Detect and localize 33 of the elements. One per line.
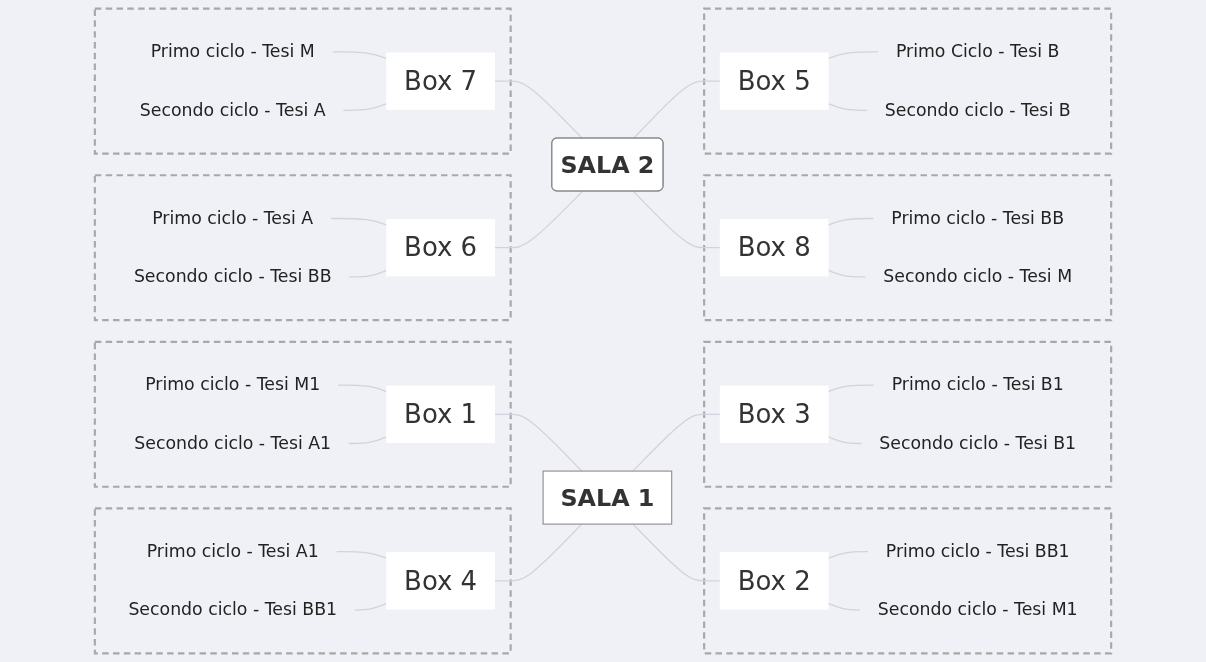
node-box: SALA 1 (542, 470, 673, 525)
node-box: Box 7 (386, 52, 495, 110)
cluster (703, 174, 1113, 322)
node-text: Secondo ciclo - Tesi BB (133, 266, 332, 287)
node-text: Secondo ciclo - Tesi A (139, 99, 326, 121)
cluster (703, 507, 1113, 655)
node-text: Secondo ciclo - Tesi BB1 (128, 599, 338, 620)
node-text: Primo Ciclo - Tesi B (895, 41, 1060, 62)
node-text: Primo ciclo - Tesi M (150, 41, 315, 62)
node-text: Primo ciclo - Tesi A (152, 207, 314, 229)
node-text: Secondo ciclo - Tesi M (883, 266, 1073, 287)
cluster (703, 340, 1113, 488)
node-text: Secondo ciclo - Tesi M1 (877, 599, 1078, 620)
cluster (703, 7, 1113, 155)
node-box: Box 8 (719, 219, 829, 277)
cluster (93, 174, 512, 322)
node-box: Box 2 (719, 552, 829, 610)
node-box: Box 6 (386, 219, 495, 277)
cluster (93, 507, 512, 655)
node-text: Primo ciclo - Tesi BB1 (885, 540, 1070, 562)
node-text: Secondo ciclo - Tesi A1 (134, 432, 332, 454)
node-text: Primo ciclo - Tesi M1 (145, 374, 321, 395)
node-box: Box 5 (719, 52, 829, 110)
cluster (93, 340, 512, 488)
node-text: Secondo ciclo - Tesi B1 (879, 432, 1077, 454)
node-box: Box 3 (719, 385, 829, 443)
node-text: Primo ciclo - Tesi BB (891, 207, 1065, 229)
cluster (93, 7, 512, 155)
node-text: Secondo ciclo - Tesi B (884, 99, 1071, 121)
node-box: Box 1 (386, 385, 495, 443)
node-text: Primo ciclo - Tesi B1 (891, 374, 1064, 395)
node-text: Primo ciclo - Tesi A1 (146, 540, 319, 562)
node-box: Box 4 (386, 552, 495, 610)
